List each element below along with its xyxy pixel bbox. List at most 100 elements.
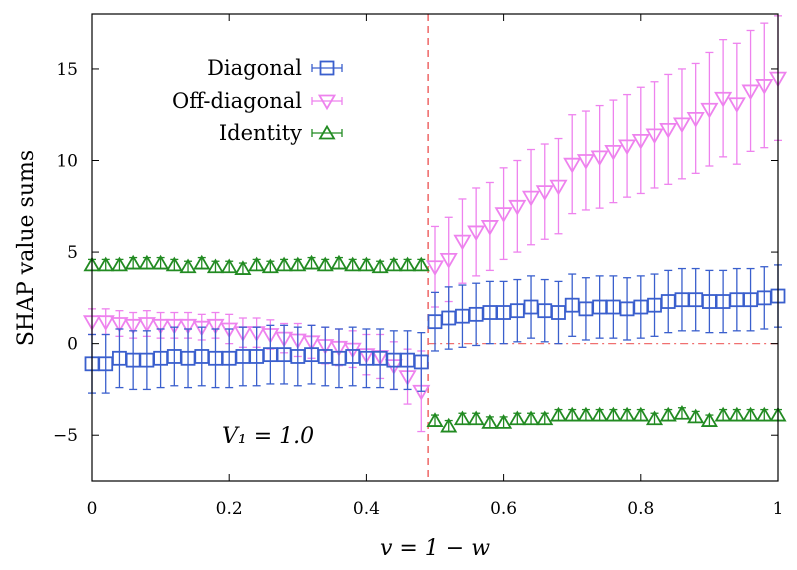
off-diagonal-point	[741, 84, 760, 101]
off-diagonal-point	[700, 102, 719, 119]
off-diagonal-point	[631, 133, 650, 150]
identity-point	[604, 406, 622, 422]
off-diagonal-point	[124, 318, 143, 335]
identity-point	[97, 256, 115, 272]
identity-point	[220, 258, 238, 274]
identity-point	[302, 254, 321, 270]
identity-point	[344, 256, 362, 272]
identity-point	[618, 406, 636, 422]
identity-point	[275, 256, 293, 272]
off-diagonal-point	[137, 317, 156, 333]
identity-point	[577, 406, 595, 422]
x-axis-title: v = 1 − w	[380, 536, 490, 561]
identity-point	[645, 410, 664, 426]
identity-point	[536, 410, 554, 426]
diagonal-point	[413, 354, 429, 370]
off-diagonal-point	[110, 317, 129, 333]
plot-marks	[82, 14, 788, 481]
identity-point	[179, 258, 197, 274]
identity-point	[673, 404, 691, 420]
y-tick-label: 5	[67, 243, 78, 263]
identity-point	[357, 256, 375, 272]
series-off-diagonal	[82, 15, 788, 433]
off-diagonal-point	[165, 318, 184, 335]
off-diagonal-point	[535, 185, 554, 201]
legend-marker-off-diagonal	[317, 94, 337, 111]
off-diagonal-point	[453, 234, 472, 251]
identity-point	[700, 412, 718, 427]
identity-point	[124, 254, 142, 270]
identity-point	[591, 406, 609, 422]
x-tick-label: 0	[87, 499, 98, 519]
identity-point	[508, 410, 526, 426]
legend-label-off-diagonal: Off-diagonal	[172, 89, 302, 113]
off-diagonal-point	[151, 318, 170, 335]
y-tick-label: 10	[56, 152, 78, 172]
off-diagonal-point	[549, 179, 568, 196]
identity-point	[261, 258, 279, 274]
identity-point	[385, 256, 403, 272]
identity-point	[165, 256, 183, 272]
identity-point	[193, 254, 211, 270]
identity-point	[398, 256, 417, 272]
identity-point	[549, 406, 568, 422]
x-tick-label: 0.2	[216, 499, 243, 519]
identity-point	[371, 258, 389, 274]
legend-label-diagonal: Diagonal	[207, 56, 302, 80]
plot-frame	[91, 13, 779, 482]
off-diagonal-point	[206, 318, 225, 335]
off-diagonal-point	[659, 122, 678, 139]
identity-point	[687, 408, 705, 424]
annotation-label: V₁ = 1.0	[222, 424, 314, 449]
identity-point	[563, 406, 581, 422]
off-diagonal-point	[645, 128, 664, 145]
identity-point	[440, 417, 458, 433]
x-tick-label: 1	[773, 499, 784, 519]
identity-point	[659, 406, 677, 422]
off-diagonal-point	[563, 157, 582, 174]
off-diagonal-point	[618, 139, 637, 156]
y-tick-label: 15	[56, 60, 78, 80]
identity-point	[152, 254, 170, 270]
y-tick-label: 0	[67, 335, 78, 355]
identity-point	[755, 406, 773, 422]
off-diagonal-point	[480, 220, 499, 236]
identity-point	[522, 410, 540, 426]
off-diagonal-point	[590, 150, 609, 167]
identity-point	[248, 256, 266, 272]
identity-point	[234, 260, 252, 275]
off-diagonal-point	[467, 225, 486, 242]
series-identity	[83, 254, 787, 433]
off-diagonal-point	[178, 318, 198, 335]
off-diagonal-point	[714, 91, 733, 108]
off-diagonal-point	[220, 322, 239, 339]
off-diagonal-point	[508, 199, 527, 216]
off-diagonal-point	[192, 320, 211, 337]
off-diagonal-point	[727, 97, 746, 114]
off-diagonal-point	[686, 111, 705, 128]
identity-point	[741, 406, 760, 422]
identity-point	[495, 414, 513, 429]
identity-point	[426, 412, 444, 427]
legend-marker-identity	[318, 124, 336, 140]
off-diagonal-point	[96, 315, 115, 331]
identity-point	[714, 406, 732, 422]
identity-point	[206, 258, 225, 274]
identity-point	[138, 254, 156, 270]
identity-point	[453, 410, 472, 426]
identity-point	[728, 406, 746, 422]
legend-label-identity: Identity	[219, 121, 302, 145]
legend-marker-diagonal	[319, 60, 335, 76]
off-diagonal-point	[494, 207, 513, 223]
off-diagonal-point	[755, 79, 774, 95]
identity-point	[632, 406, 650, 422]
identity-point	[316, 256, 334, 272]
identity-point	[289, 256, 307, 272]
identity-point	[412, 256, 430, 272]
x-tick-label: 0.8	[627, 499, 654, 519]
y-axis-title: SHAP value sums	[14, 150, 39, 346]
identity-point	[467, 410, 485, 426]
identity-point	[330, 254, 348, 270]
